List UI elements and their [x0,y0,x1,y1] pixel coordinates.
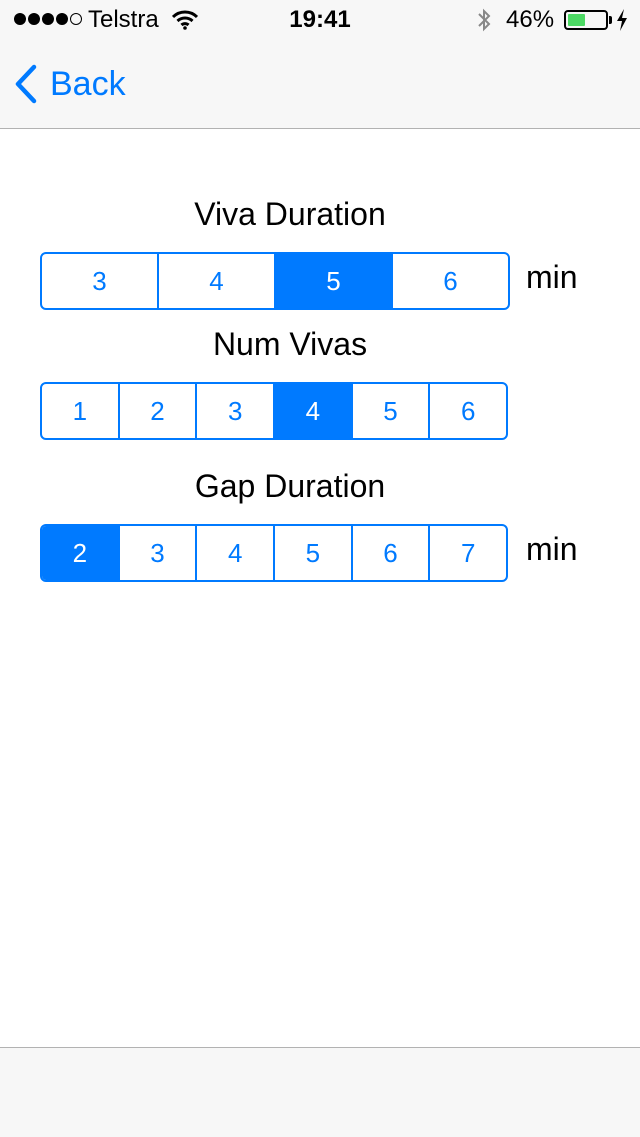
segment-option[interactable]: 2 [42,526,118,580]
back-button[interactable]: Back [14,60,126,108]
segment-option[interactable]: 3 [195,384,273,438]
segment-option[interactable]: 6 [428,384,506,438]
signal-dot [56,13,68,25]
signal-dot [42,13,54,25]
segment-option[interactable]: 1 [72,395,88,426]
signal-dot [70,13,82,25]
status-time: 19:41 [289,6,351,33]
back-button-label: Back [50,65,126,103]
chevron-left-icon [14,64,38,104]
segment-option[interactable]: 3 [117,526,196,580]
segment-option[interactable]: 6 [391,254,508,308]
viva-duration-title: Viva Duration [194,196,386,232]
viva-duration-unit: min [526,259,578,295]
charging-icon [616,8,628,39]
carrier-name: Telstra [88,6,159,33]
signal-dot [28,13,40,25]
segment-option[interactable]: 3 [92,265,107,296]
battery-percentage: 46% [506,6,555,33]
segment-option[interactable]: 2 [117,384,196,438]
battery-level-fill [568,14,585,26]
segment-option[interactable]: 4 [157,254,274,308]
gap-duration-unit: min [526,531,578,567]
segment-option[interactable]: 7 [428,526,506,580]
gap-duration-title: Gap Duration [194,468,386,504]
segment-option[interactable]: 5 [350,384,429,438]
status-bar: Telstra 19:41 46% [0,0,640,40]
num-vivas-title: Num Vivas [212,326,368,362]
bluetooth-icon [476,7,492,40]
battery-icon [564,10,608,30]
signal-dot [14,13,26,25]
navigation-bar: Telstra 19:41 46% [0,0,640,129]
wifi-icon [171,9,199,37]
bottom-toolbar [0,1047,640,1137]
battery-terminal [609,16,612,24]
segment-option[interactable]: 4 [273,384,351,438]
segment-option[interactable]: 5 [274,254,391,308]
segment-option[interactable]: 4 [195,526,273,580]
segment-option[interactable]: 5 [273,526,351,580]
signal-strength-icon [14,13,82,25]
segment-option[interactable]: 6 [350,526,429,580]
